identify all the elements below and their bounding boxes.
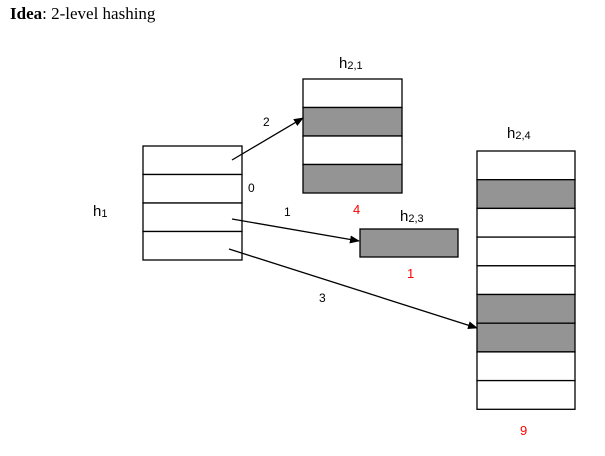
h21-slot-3	[302, 135, 403, 166]
h24-slot-8	[476, 351, 576, 382]
h1-slot-3	[142, 202, 243, 233]
h24-slot-4	[476, 236, 576, 267]
h24-slot-5	[476, 265, 576, 296]
h1-slot-4	[142, 230, 243, 261]
bucket-h24-label: h2,4	[507, 125, 531, 142]
arrow-label-0: 0	[248, 181, 255, 195]
h21-slot-1	[302, 78, 403, 109]
h1-slot-2	[142, 173, 243, 204]
h1-slot-1	[142, 145, 243, 176]
bucket-h21-table	[302, 78, 403, 194]
bucket-h23-count: 1	[407, 266, 414, 281]
arrow-to-h23	[231, 218, 360, 244]
h24-slot-6	[476, 293, 576, 324]
arrow-label-1: 1	[284, 205, 291, 219]
h24-slot-7	[476, 322, 576, 353]
bucket-h24-count: 9	[520, 423, 527, 438]
bucket-h23-label: h2,3	[400, 208, 424, 225]
bucket-h21-count: 4	[353, 202, 360, 217]
idea-heading: Idea: 2-level hashing	[10, 4, 155, 24]
h24-slot-2	[476, 179, 576, 210]
bucket-h23-table	[359, 228, 459, 258]
bucket-h21-label: h2,1	[339, 55, 363, 72]
arrow-to-h24	[228, 248, 478, 330]
h1-label: h1	[93, 203, 107, 220]
arrow-label-3: 3	[319, 291, 326, 305]
h24-slot-1	[476, 150, 576, 181]
bucket-h24-table	[476, 150, 576, 410]
idea-bold: Idea	[10, 4, 43, 23]
h24-slot-9	[476, 379, 576, 410]
h24-slot-3	[476, 207, 576, 238]
h21-slot-2	[302, 106, 403, 137]
h23-slot-1	[359, 228, 459, 258]
arrow-to-h21	[231, 117, 304, 161]
arrow-label-2: 2	[263, 115, 270, 129]
h21-slot-4	[302, 163, 403, 194]
h1-table	[142, 145, 243, 261]
idea-text: : 2-level hashing	[42, 4, 156, 23]
